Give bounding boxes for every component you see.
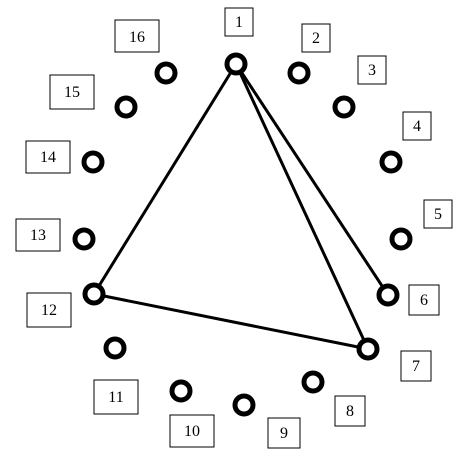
node-11 [103, 336, 127, 360]
label-8-text: 8 [346, 403, 354, 420]
node-12 [82, 282, 106, 306]
edge-1-7 [234, 62, 370, 351]
labels-group: 1 2 3 4 5 6 7 8 9 10 11 12 13 14 15 16 [15, 7, 453, 449]
node-10 [169, 379, 193, 403]
edge-1-6 [234, 62, 390, 297]
label-9: 9 [267, 417, 301, 449]
label-12: 12 [26, 292, 72, 328]
node-3 [332, 95, 356, 119]
label-1: 1 [224, 7, 254, 37]
label-2: 2 [301, 23, 331, 53]
label-9-text: 9 [280, 425, 288, 442]
label-16-text: 16 [129, 29, 145, 46]
label-13: 13 [15, 218, 61, 252]
label-15-text: 15 [64, 84, 80, 101]
node-1 [224, 52, 248, 76]
label-16: 16 [114, 19, 160, 53]
node-7 [356, 337, 380, 361]
label-3: 3 [357, 55, 387, 85]
label-7: 7 [400, 350, 432, 382]
node-15 [114, 95, 138, 119]
label-12-text: 12 [41, 302, 57, 319]
label-6-text: 6 [420, 292, 428, 309]
node-8 [301, 370, 325, 394]
label-15: 15 [49, 74, 95, 110]
node-6 [376, 283, 400, 307]
label-8: 8 [334, 395, 366, 427]
label-1-text: 1 [235, 14, 243, 31]
label-14-text: 14 [40, 149, 56, 166]
label-13-text: 13 [30, 227, 46, 244]
label-14: 14 [25, 140, 71, 174]
label-4: 4 [402, 111, 432, 141]
label-4-text: 4 [413, 118, 421, 135]
label-11-text: 11 [108, 389, 123, 406]
label-3-text: 3 [368, 62, 376, 79]
edges-group [92, 62, 390, 351]
label-11: 11 [93, 379, 139, 415]
label-6: 6 [408, 284, 440, 316]
node-4 [379, 150, 403, 174]
node-9 [232, 393, 256, 417]
label-2-text: 2 [312, 30, 320, 47]
node-5 [389, 227, 413, 251]
label-5-text: 5 [434, 206, 442, 223]
edge-1-12 [92, 62, 238, 296]
label-5: 5 [423, 199, 453, 229]
label-10: 10 [169, 414, 215, 448]
label-10-text: 10 [184, 423, 200, 440]
node-14 [81, 150, 105, 174]
nodes-group [72, 52, 413, 417]
node-16 [154, 61, 178, 85]
node-2 [287, 61, 311, 85]
edge-12-7 [92, 292, 370, 351]
node-13 [72, 227, 96, 251]
label-7-text: 7 [412, 358, 420, 375]
